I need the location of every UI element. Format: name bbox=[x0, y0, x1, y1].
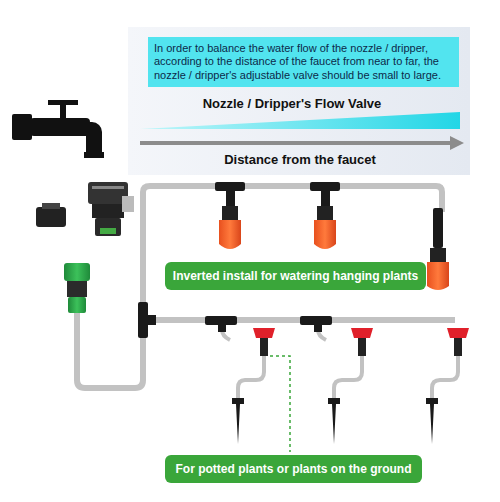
faucet-icon bbox=[12, 100, 104, 158]
callout-box: For potted plants or plants on the groun… bbox=[165, 455, 422, 483]
note-box: In order to balance the water flow of th… bbox=[148, 37, 459, 87]
callout-text: For potted plants or plants on the groun… bbox=[171, 462, 416, 476]
note-text: In order to balance the water flow of th… bbox=[154, 42, 453, 82]
drip-tubing bbox=[77, 186, 458, 400]
red-dripper bbox=[253, 328, 469, 356]
axis-label: Distance from the faucet bbox=[224, 152, 376, 167]
callout-box: Inverted install for watering hanging pl… bbox=[165, 262, 426, 290]
axis-label: Nozzle / Dripper's Flow Valve bbox=[203, 96, 382, 111]
leader-line bbox=[270, 356, 290, 452]
info-panel bbox=[128, 27, 470, 175]
ground-stake bbox=[232, 398, 438, 444]
tee-fitting bbox=[138, 182, 443, 338]
flow-wedge bbox=[140, 112, 460, 129]
hose-connector bbox=[64, 263, 90, 313]
arrow-head bbox=[450, 136, 464, 150]
callout-text: Inverted install for watering hanging pl… bbox=[171, 269, 420, 283]
tap-adapter bbox=[36, 182, 134, 236]
distance-arrow bbox=[140, 141, 452, 145]
